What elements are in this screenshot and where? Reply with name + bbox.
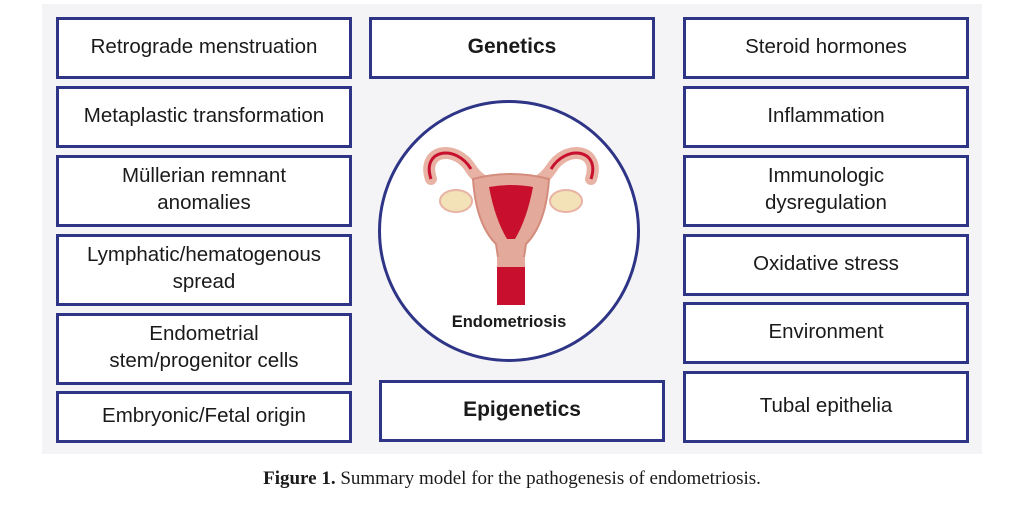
right-box-label: Environment — [768, 319, 884, 343]
left-box-retrograde-menstruation: Retrograde menstruation — [56, 17, 352, 79]
left-box-label: Endometrial stem/progenitor cells — [109, 322, 299, 372]
right-box-inflammation: Inflammation — [683, 86, 969, 148]
left-box-mullerian-remnant: Müllerian remnant anomalies — [56, 155, 352, 227]
endometriosis-label: Endometriosis — [451, 313, 567, 331]
left-box-label: Lymphatic/hematogenous spread — [87, 243, 321, 293]
figure-caption-text: Summary model for the pathogenesis of en… — [335, 468, 761, 489]
figure-caption-label: Figure 1. — [263, 468, 336, 489]
left-box-label: Metaplastic transformation — [83, 103, 325, 127]
figure-caption: Figure 1. Summary model for the pathogen… — [0, 468, 1024, 490]
left-box-embryonic-origin: Embryonic/Fetal origin — [56, 391, 352, 443]
genetics-box: Genetics — [369, 17, 655, 79]
right-box-environment: Environment — [683, 302, 969, 364]
right-box-label: Tubal epithelia — [759, 393, 893, 417]
left-box-lymphatic-spread: Lymphatic/hematogenous spread — [56, 234, 352, 306]
right-box-steroid-hormones: Steroid hormones — [683, 17, 969, 79]
epigenetics-box: Epigenetics — [379, 380, 665, 442]
right-box-oxidative-stress: Oxidative stress — [683, 234, 969, 296]
right-box-immunologic-dysregulation: Immunologic dysregulation — [683, 155, 969, 227]
right-box-tubal-epithelia: Tubal epithelia — [683, 371, 969, 443]
endometriosis-circle: Endometriosis — [378, 100, 640, 362]
left-box-label: Embryonic/Fetal origin — [102, 403, 306, 427]
genetics-label: Genetics — [467, 34, 557, 58]
right-box-label: Steroid hormones — [745, 34, 907, 58]
uterus-icon — [423, 147, 599, 305]
epigenetics-label: Epigenetics — [463, 397, 581, 421]
left-box-label: Retrograde menstruation — [90, 34, 318, 58]
left-box-metaplastic-transformation: Metaplastic transformation — [56, 86, 352, 148]
right-box-label: Oxidative stress — [753, 251, 899, 275]
left-box-label: Müllerian remnant anomalies — [121, 164, 287, 214]
left-box-stem-cells: Endometrial stem/progenitor cells — [56, 313, 352, 385]
right-box-label: Immunologic dysregulation — [765, 164, 887, 214]
right-box-label: Inflammation — [767, 103, 885, 127]
